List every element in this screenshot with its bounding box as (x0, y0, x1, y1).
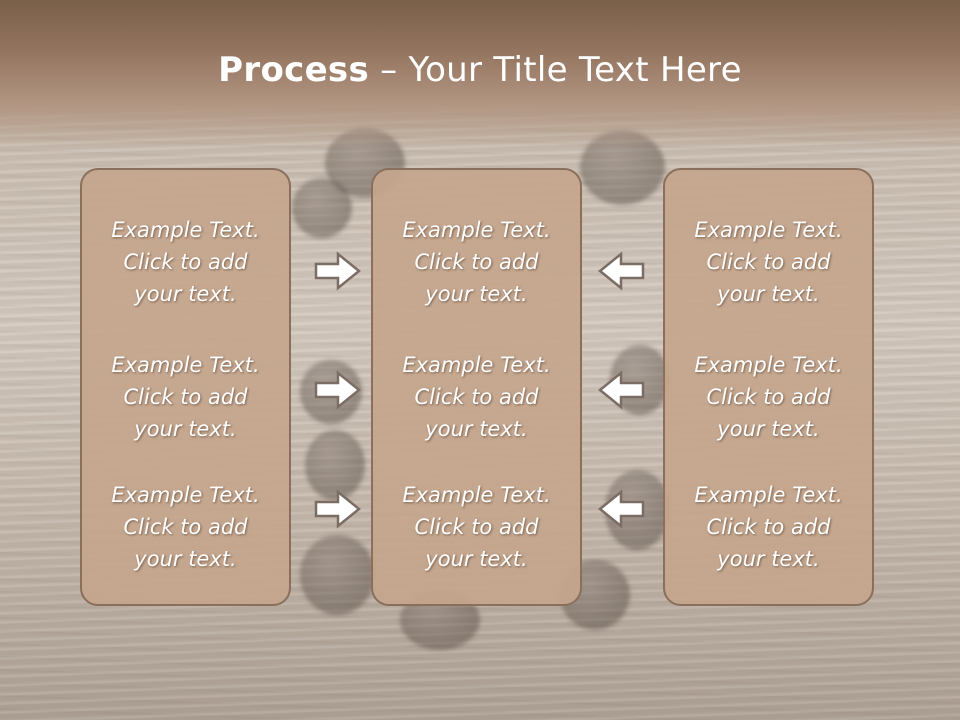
text-line: Example Text. (694, 483, 843, 507)
text-line: Example Text. (402, 483, 551, 507)
title-band (0, 0, 960, 150)
text-line: your text. (717, 282, 820, 306)
text-line: Example Text. (111, 483, 260, 507)
text-line: your text. (134, 547, 237, 571)
text-block[interactable]: Example Text. Click to add your text. (373, 214, 580, 310)
text-line: Click to add (414, 385, 539, 409)
text-line: Click to add (123, 515, 248, 539)
right-arrow-icon[interactable] (314, 489, 362, 529)
text-panel-left[interactable]: Example Text. Click to add your text. Ex… (80, 168, 291, 606)
title-regular-part: – Your Title Text Here (369, 50, 742, 90)
text-line: your text. (425, 282, 528, 306)
text-line: Click to add (706, 250, 831, 274)
background-stone (305, 430, 365, 500)
text-line: your text. (134, 417, 237, 441)
text-block[interactable]: Example Text. Click to add your text. (373, 349, 580, 445)
text-line: Click to add (123, 385, 248, 409)
background-stone (292, 178, 352, 238)
text-block[interactable]: Example Text. Click to add your text. (82, 214, 289, 310)
right-arrow-icon[interactable] (314, 251, 362, 291)
text-block[interactable]: Example Text. Click to add your text. (82, 349, 289, 445)
text-block[interactable]: Example Text. Click to add your text. (665, 479, 872, 575)
right-arrow-icon[interactable] (314, 370, 362, 410)
text-line: Example Text. (694, 218, 843, 242)
left-arrow-icon[interactable] (597, 489, 645, 529)
background-stone (300, 535, 375, 615)
text-line: Example Text. (111, 218, 260, 242)
text-line: your text. (717, 417, 820, 441)
text-line: Click to add (123, 250, 248, 274)
text-line: Click to add (706, 385, 831, 409)
text-block[interactable]: Example Text. Click to add your text. (665, 214, 872, 310)
left-arrow-icon[interactable] (597, 251, 645, 291)
text-panel-center[interactable]: Example Text. Click to add your text. Ex… (371, 168, 582, 606)
text-block[interactable]: Example Text. Click to add your text. (665, 349, 872, 445)
text-line: Example Text. (694, 353, 843, 377)
text-line: your text. (717, 547, 820, 571)
text-line: your text. (425, 547, 528, 571)
text-line: Example Text. (402, 218, 551, 242)
slide-title[interactable]: Process – Your Title Text Here (0, 50, 960, 90)
text-block[interactable]: Example Text. Click to add your text. (82, 479, 289, 575)
text-panel-right[interactable]: Example Text. Click to add your text. Ex… (663, 168, 874, 606)
text-line: your text. (425, 417, 528, 441)
left-arrow-icon[interactable] (597, 370, 645, 410)
text-line: Click to add (414, 515, 539, 539)
title-bold-part: Process (218, 50, 370, 90)
text-line: Click to add (706, 515, 831, 539)
text-line: your text. (134, 282, 237, 306)
text-block[interactable]: Example Text. Click to add your text. (373, 479, 580, 575)
text-line: Example Text. (402, 353, 551, 377)
text-line: Click to add (414, 250, 539, 274)
text-line: Example Text. (111, 353, 260, 377)
